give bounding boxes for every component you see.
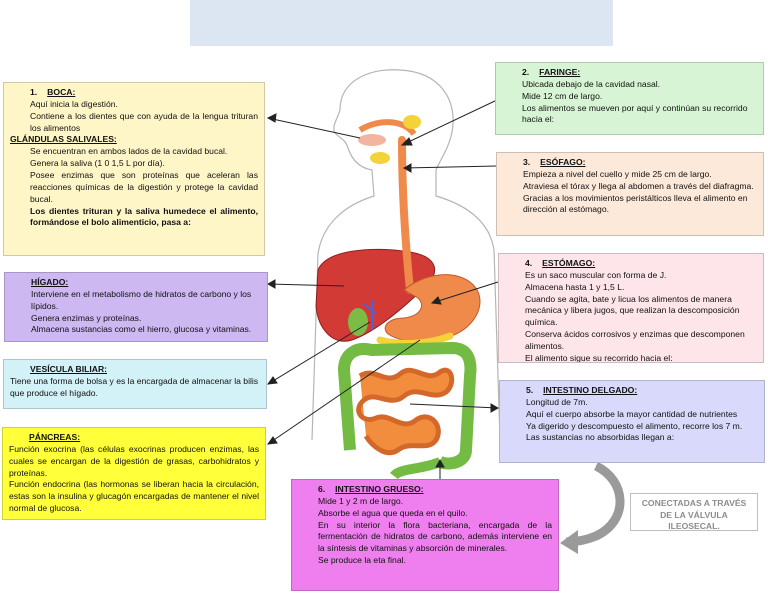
esofago-line-1: Empieza a nivel del cuello y mide 25 cm … xyxy=(523,168,712,179)
esofago-number: 3. xyxy=(523,157,531,167)
pancreas-box: PÁNCREAS: Función exocrina (las células … xyxy=(2,427,266,520)
boca-title: BOCA: xyxy=(47,87,76,97)
higado-line-3: Almacena sustancias como el hierro, gluc… xyxy=(31,324,252,335)
large-intestine-shape xyxy=(338,342,477,470)
faringe-title: FARINGE: xyxy=(539,67,581,77)
glandulas-title: GLÁNDULAS SALIVALES: xyxy=(10,134,117,145)
estomago-line-4: Conserva ácidos corrosivos y enzimas que… xyxy=(525,329,745,352)
faringe-line-2: Mide 12 cm de largo. xyxy=(522,90,603,101)
pancreas-title: PÁNCREAS: xyxy=(29,432,81,442)
estomago-box: 4. ESTÓMAGO: Es un saco muscular con form… xyxy=(498,253,764,363)
boca-bold-line: Los dientes trituran y la saliva humedec… xyxy=(30,205,258,228)
estomago-line-5: El alimento sigue su recorrido hacia el: xyxy=(525,352,673,363)
boca-box: 1. BOCA: Aquí inicia la digestión. Contie… xyxy=(3,82,265,256)
intestino-grueso-line-2: Absorbe el agua que queda en el quilo. xyxy=(318,507,468,518)
intestino-delgado-line-1: Longitud de 7m. xyxy=(526,396,588,407)
esofago-title: ESÓFAGO: xyxy=(540,157,586,167)
estomago-line-3: Cuando se agita, bate y licua los alimen… xyxy=(525,293,740,328)
faringe-line-3: Los alimentos se mueven por aquí y conti… xyxy=(522,102,748,125)
higado-line-1: Interviene en el metabolismo de hidratos… xyxy=(31,288,252,311)
intestino-grueso-line-3: En su interior la flora bacteriana, enca… xyxy=(318,519,552,554)
salivary-gland-2 xyxy=(370,152,390,164)
vesicula-text: Tiene una forma de bolsa y es la encarga… xyxy=(10,375,259,398)
intestino-grueso-line-1: Mide 1 y 2 m de largo. xyxy=(318,495,404,506)
gallbladder-shape xyxy=(348,308,368,336)
ileocecal-curved-arrow xyxy=(565,461,625,547)
pancreas-text-1: Función exocrina (las células exocrinas … xyxy=(9,443,259,478)
faringe-line-1: Ubicada debajo de la cavidad nasal. xyxy=(522,78,661,89)
estomago-number: 4. xyxy=(525,258,533,268)
faringe-box: 2. FARINGE: Ubicada debajo de la cavidad … xyxy=(495,62,764,135)
estomago-title: ESTÓMAGO: xyxy=(542,258,596,268)
intestino-grueso-box: 6. INTESTINO GRUESO: Mide 1 y 2 m de larg… xyxy=(291,479,559,591)
estomago-line-1: Es un saco muscular con forma de J. xyxy=(525,269,667,280)
higado-title: HÍGADO: xyxy=(31,277,69,287)
boca-line-2: Contiene a los dientes que con ayuda de … xyxy=(30,110,258,133)
intestino-delgado-number: 5. xyxy=(526,385,534,395)
higado-box: HÍGADO: Interviene en el metabolismo de … xyxy=(4,272,268,342)
boca-number: 1. xyxy=(30,87,38,97)
rectum-shape xyxy=(390,457,442,480)
esofago-line-3: Gracias a los movimientos peristálticos … xyxy=(523,192,748,215)
glandulas-line-3: Posee enzimas que son proteínas que acel… xyxy=(30,170,258,204)
estomago-line-2: Almacena hasta 1 y 1,5 L. xyxy=(525,281,625,292)
esofago-box: 3. ESÓFAGO: Empieza a nivel del cuello y … xyxy=(496,152,764,236)
intestino-delgado-line-4: Las sustancias no absorbidas llegan a: xyxy=(526,432,675,443)
salivary-gland-1 xyxy=(403,115,421,129)
intestino-delgado-box: 5. INTESTINO DELGADO: Longitud de 7m. Aqu… xyxy=(499,380,765,463)
title-band xyxy=(190,0,613,46)
vesicula-title: VESÍCULA BILIAR: xyxy=(30,364,108,374)
esophagus-shape xyxy=(398,136,414,294)
intestino-delgado-line-2: Aquí el cuerpo absorbe la mayor cantidad… xyxy=(526,408,738,419)
bile-duct xyxy=(363,300,377,330)
intestino-grueso-number: 6. xyxy=(318,484,326,494)
glandulas-line-2: Genera la saliva (1 0 1,5 L por día). xyxy=(30,158,165,169)
higado-line-2: Genera enzimas y proteínas. xyxy=(31,312,142,323)
esofago-line-2: Atraviesa el tórax y llega al abdomen a … xyxy=(523,180,754,191)
ileocecal-connector-label: CONECTADAS A TRAVÉS DE LA VÁLVULA ILEOSE… xyxy=(630,493,758,531)
intestino-delgado-title: INTESTINO DELGADO: xyxy=(543,385,638,395)
intestino-delgado-line-3: Ya digerido y descompuesto el alimento, … xyxy=(526,420,743,431)
vesicula-box: VESÍCULA BILIAR: Tiene una forma de bols… xyxy=(3,359,267,409)
ileocecal-arrowhead xyxy=(560,530,578,554)
faringe-number: 2. xyxy=(522,67,530,77)
glandulas-line-1: Se encuentran en ambos lados de la cavid… xyxy=(30,146,228,157)
boca-line-1: Aquí inicia la digestión. xyxy=(30,98,118,109)
tongue-shape xyxy=(358,134,386,146)
intestino-grueso-title: INTESTINO GRUESO: xyxy=(335,484,424,494)
pharynx-shape xyxy=(358,119,417,136)
pointer-lines xyxy=(266,99,500,486)
body-outline xyxy=(311,69,501,441)
small-intestine-shape xyxy=(356,367,455,456)
pancreas-text-2: Función endocrina (las hormonas se liber… xyxy=(9,479,259,514)
intestino-grueso-line-4: Se produce la eta final. xyxy=(318,555,406,566)
